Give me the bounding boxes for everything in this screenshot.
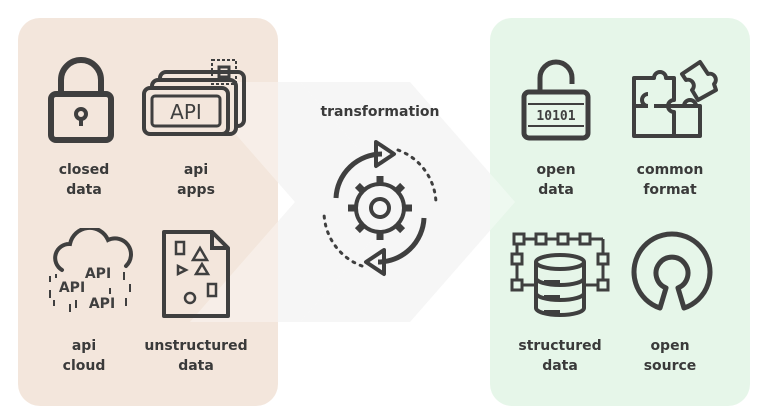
cycle-gear-icon bbox=[322, 140, 438, 276]
target-panel bbox=[490, 18, 750, 406]
api-cloud-icon: API API API bbox=[49, 228, 133, 312]
database-network-icon bbox=[510, 232, 610, 317]
api-text-bottom: API bbox=[89, 296, 115, 312]
api-text: API bbox=[170, 100, 202, 124]
puzzle-icon bbox=[632, 60, 718, 138]
api-text-top: API bbox=[85, 266, 111, 282]
open-source-icon bbox=[631, 231, 713, 311]
api-text-middle: API bbox=[59, 280, 85, 296]
padlock-closed-icon bbox=[48, 57, 114, 143]
api-apps-icon: API bbox=[142, 59, 246, 136]
unstructured-document-icon bbox=[162, 230, 230, 318]
transformation-title: transformation bbox=[320, 104, 440, 120]
padlock-open-binary-icon: 10101 bbox=[521, 59, 591, 141]
binary-text: 10101 bbox=[536, 109, 575, 124]
